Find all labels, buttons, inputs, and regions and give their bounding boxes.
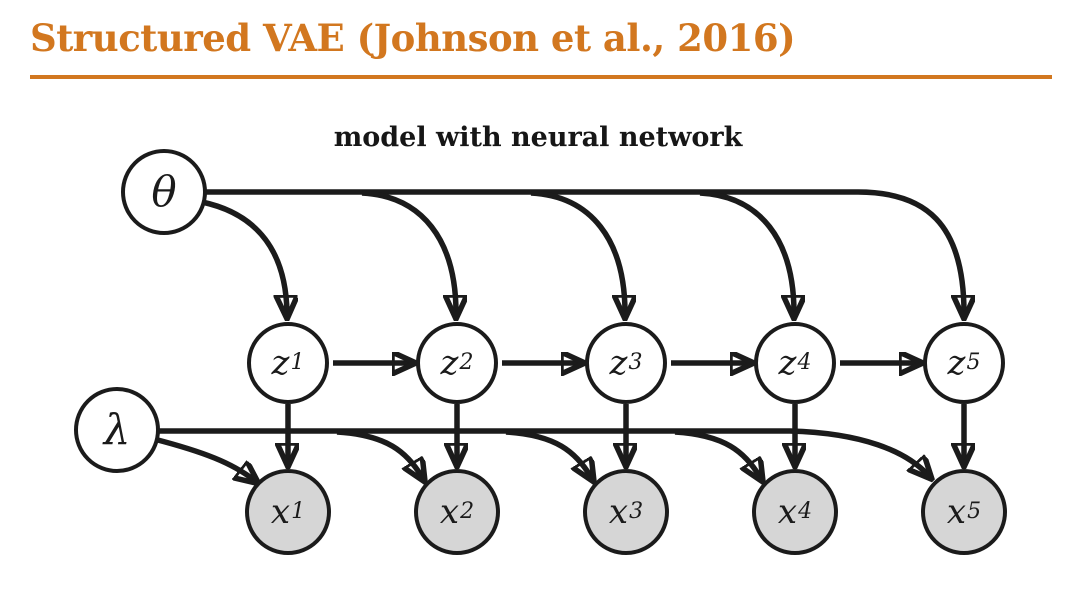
node-theta: θ: [121, 149, 207, 235]
node-x1-label: x: [270, 492, 291, 532]
node-z4-label: z: [778, 343, 797, 383]
node-theta-label: θ: [151, 167, 177, 216]
edge-lambda-to-x2: [336, 429, 422, 477]
edge-theta-to-z4: [699, 190, 794, 313]
edge-lambda-to-x3: [505, 429, 591, 477]
node-z5-label: z: [947, 343, 966, 383]
edge-lambda-to-x5: [158, 428, 928, 475]
node-x5-label: x: [946, 492, 967, 532]
node-x4-label: x: [777, 492, 798, 532]
edge-theta-to-z5: [206, 189, 964, 313]
node-lambda: λ: [74, 387, 160, 473]
node-x2-label: x: [439, 492, 460, 532]
node-z3-label: z: [609, 343, 628, 383]
node-x3-label: x: [608, 492, 629, 532]
edge-theta-to-z3: [530, 190, 625, 313]
diagram-caption: model with neural network: [333, 122, 743, 153]
edge-lambda-to-x4: [674, 429, 760, 477]
edge-theta-to-z2: [361, 190, 456, 313]
slide-title: Structured VAE (Johnson et al., 2016): [30, 16, 796, 60]
node-z1-label: z: [271, 343, 290, 383]
edge-theta-to-z1: [201, 199, 287, 313]
node-lambda-label: λ: [103, 405, 131, 454]
title-divider: [30, 75, 1052, 79]
edge-lambda-to-x1: [153, 436, 254, 480]
node-z2-label: z: [440, 343, 459, 383]
